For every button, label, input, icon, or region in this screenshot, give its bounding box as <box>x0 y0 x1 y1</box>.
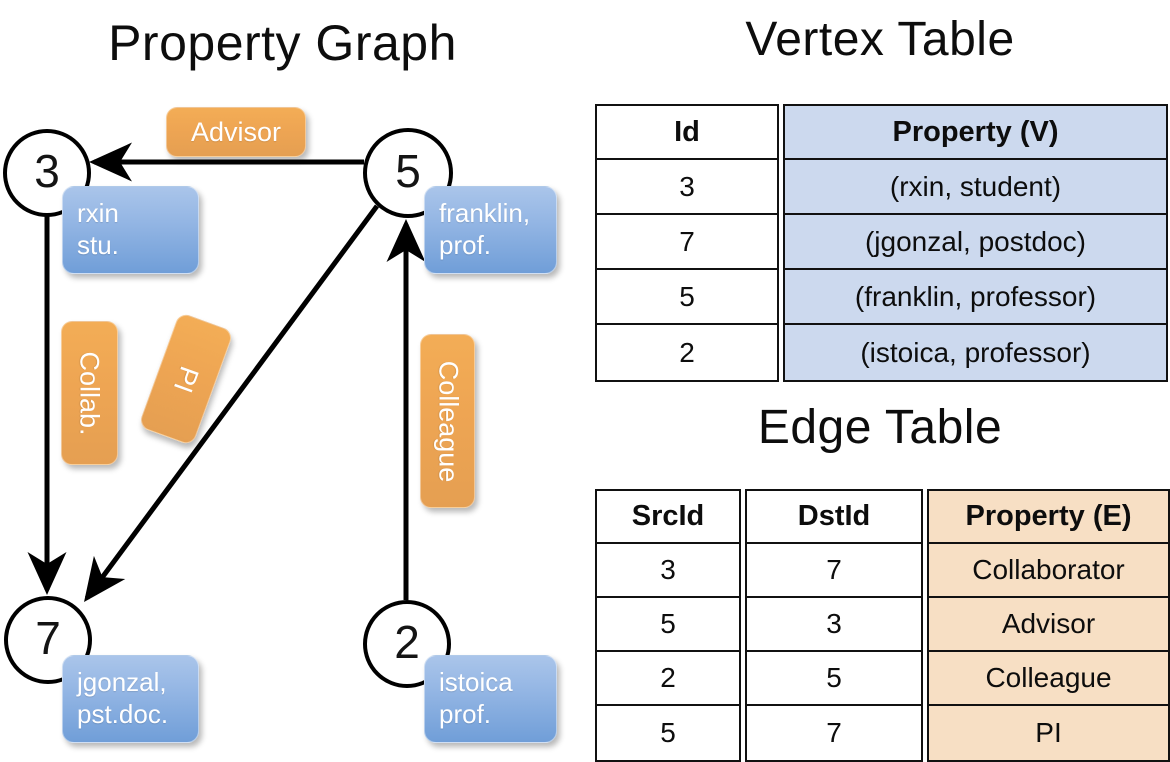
table-row: (istoica, professor) <box>785 325 1166 380</box>
page-title-edge-table: Edge Table <box>757 401 1003 454</box>
edge-label-advisor[interactable]: Advisor <box>166 107 306 157</box>
property-graph-diagram: 3 5 7 2 rxin stu. franklin, prof. jgonza… <box>0 0 585 760</box>
node-property-3-line2: stu. <box>77 230 119 260</box>
table-row: 7 <box>597 215 777 270</box>
vertex-table-header-property: Property (V) <box>785 106 1166 160</box>
edge-label-advisor-text: Advisor <box>190 116 282 147</box>
graph-node-5-label: 5 <box>395 145 421 197</box>
graph-node-7-label: 7 <box>35 612 61 664</box>
edge-label-collaborator-text: Collab. <box>75 350 106 436</box>
table-row: 5 <box>597 706 739 760</box>
table-row: Colleague <box>929 652 1168 706</box>
table-row: 3 <box>747 598 921 652</box>
edge-label-colleague-text: Colleague <box>433 360 463 482</box>
node-property-7-line1: jgonzal, <box>77 667 167 697</box>
node-property-2-line1: istoica <box>439 667 513 697</box>
page-title-property-graph: Property Graph <box>108 15 457 71</box>
edge-label-pi-text: PI <box>168 362 205 397</box>
table-row: 2 <box>597 325 777 380</box>
table-row: 2 <box>597 652 739 706</box>
table-row: 5 <box>597 270 777 325</box>
table-row: 3 <box>597 544 739 598</box>
edge-table-header-property: Property (E) <box>929 491 1168 544</box>
vertex-table-column-id: Id 3 7 5 2 <box>595 104 779 382</box>
table-row: (rxin, student) <box>785 160 1166 215</box>
vertex-table: Id 3 7 5 2 Property (V) (rxin, student) … <box>595 104 1168 382</box>
vertex-table-column-property: Property (V) (rxin, student) (jgonzal, p… <box>783 104 1168 382</box>
edge-table-header-srcid: SrcId <box>597 491 739 544</box>
node-property-box-2[interactable]: istoica prof. <box>424 655 557 743</box>
edge-label-collaborator[interactable]: Collab. <box>61 321 118 465</box>
node-property-5-line2: prof. <box>439 230 492 260</box>
edge-table-column-dstid: DstId 7 3 5 7 <box>745 489 923 762</box>
edge-table-column-property: Property (E) Collaborator Advisor Collea… <box>927 489 1170 762</box>
node-property-7-line2: pst.doc. <box>77 699 169 729</box>
table-row: Advisor <box>929 598 1168 652</box>
graph-node-2[interactable]: 2 <box>363 600 451 688</box>
graph-node-5[interactable]: 5 <box>363 128 453 218</box>
node-property-2-line2: prof. <box>439 699 492 729</box>
table-row: (jgonzal, postdoc) <box>785 215 1166 270</box>
edge-table-header-dstid: DstId <box>747 491 921 544</box>
table-row: 5 <box>597 598 739 652</box>
edge-table-column-srcid: SrcId 3 5 2 5 <box>595 489 741 762</box>
table-row: 7 <box>747 706 921 760</box>
table-row: 7 <box>747 544 921 598</box>
node-property-box-3[interactable]: rxin stu. <box>62 186 199 274</box>
edge-label-colleague[interactable]: Colleague <box>420 334 475 508</box>
table-row: 3 <box>597 160 777 215</box>
graph-node-3-label: 3 <box>34 145 60 197</box>
graph-edge-arrows <box>27 142 426 603</box>
edge-table: SrcId 3 5 2 5 DstId 7 3 5 7 Property (E)… <box>595 489 1170 762</box>
graph-node-2-label: 2 <box>394 616 420 668</box>
table-row: Collaborator <box>929 544 1168 598</box>
node-property-box-7[interactable]: jgonzal, pst.doc. <box>62 655 199 743</box>
edge-arrow-5-to-7 <box>84 204 380 603</box>
vertex-table-header-id: Id <box>597 106 777 160</box>
node-property-3-line1: rxin <box>77 198 119 228</box>
table-row: 5 <box>747 652 921 706</box>
page-title-vertex-table: Vertex Table <box>745 13 1015 66</box>
node-property-box-5[interactable]: franklin, prof. <box>424 186 557 274</box>
node-property-5-line1: franklin, <box>439 198 531 228</box>
table-row: PI <box>929 706 1168 760</box>
table-row: (franklin, professor) <box>785 270 1166 325</box>
